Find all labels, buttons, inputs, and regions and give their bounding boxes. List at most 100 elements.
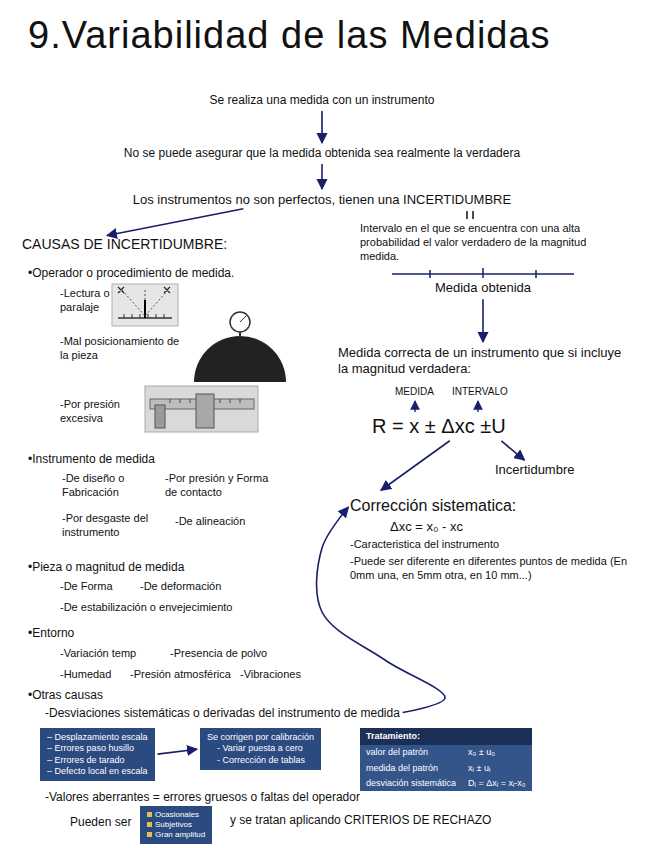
node-text: Se realiza una medida con un instrumento — [210, 93, 435, 108]
cause-heading: •Entorno — [28, 626, 74, 641]
cause-item: -De estabilización o envejecimiento — [60, 601, 232, 615]
page-title: 9.Variabilidad de las Medidas — [28, 12, 551, 60]
piece-half-disc — [194, 336, 286, 382]
equals-bar — [472, 211, 474, 219]
flow-arrow — [158, 749, 197, 754]
sight-lines — [122, 290, 168, 316]
flow-arrow — [317, 507, 445, 712]
node-text: Medida correcta de un instrumento que si… — [338, 345, 628, 378]
flow-arrow — [482, 299, 484, 342]
table-cell: Dᵢ = Δxᵢ = xᵢ-x₀ — [462, 776, 532, 791]
cause-item: -Presión atmosférica — [130, 668, 231, 682]
table-cell: desviación sistemática — [360, 776, 462, 791]
flow-text: Medida obtenida — [435, 280, 531, 296]
flow-arrow — [107, 209, 243, 236]
table-header: Tratamiento: — [360, 728, 532, 745]
cause-item: -De Forma — [60, 580, 113, 594]
cause-item: -Humedad — [60, 668, 111, 682]
dial-gauge-picture — [194, 312, 286, 382]
table-cell: x₀ ± u₀ — [462, 745, 532, 760]
flow-arrow — [381, 441, 450, 490]
flow-arrow — [501, 441, 524, 460]
cause-heading: •Pieza o magnitud de medida — [28, 560, 184, 575]
node-text: Subjetivos — [147, 820, 205, 830]
node-text: Medida obtenida — [435, 280, 531, 296]
flow-text: Se realiza una medida con un instrumento — [210, 93, 435, 108]
formula-part-label: MEDIDA — [395, 386, 434, 399]
cause-item: -De deformación — [140, 580, 221, 594]
formula-pointers — [415, 401, 478, 412]
table-cell: valor del patrón — [360, 745, 462, 760]
note-text: Pueden ser — [70, 815, 131, 830]
node-text: Ocasionales — [147, 810, 205, 820]
cause-item: -Mal posicionamiento de la pieza — [60, 335, 190, 363]
node-text: -Puede ser diferente en diferentes punto… — [350, 555, 635, 583]
interval-ticks — [430, 268, 536, 278]
equals-bar — [466, 211, 468, 219]
node-text: - Corrección de tablas — [207, 755, 314, 766]
parallax-picture — [112, 284, 178, 326]
cause-item: -Variación temp — [60, 647, 136, 661]
picture-ground — [112, 284, 178, 326]
node-text: Corrección sistematica: — [350, 496, 635, 516]
cause-item: -Por presión excesiva — [60, 398, 135, 426]
node-text: Los instrumentos no son perfectos, tiene… — [133, 192, 511, 208]
flow-text: Los instrumentos no son perfectos, tiene… — [133, 192, 511, 208]
node-text: R = x ± Δxc ±U — [372, 414, 506, 439]
node-text: – Errores paso husillo — [47, 743, 148, 754]
cause-item: -De alineación — [175, 515, 245, 529]
flow-text: Incertidumbre — [495, 462, 574, 478]
node-text: Se corrigen por calibración — [207, 732, 314, 743]
cause-item: -Por presión y Forma de contacto — [165, 472, 275, 500]
cause-item: -Por desgaste del instrumento — [62, 512, 154, 540]
node-text: -Desviaciones sistemáticas o derivadas d… — [45, 706, 400, 721]
formula-text: R = x ± Δxc ±U — [372, 414, 506, 439]
node-text: – Desplazamiento escala — [47, 732, 148, 743]
flow-arrow — [321, 164, 323, 189]
flow-arrow — [321, 111, 323, 143]
cause-item: -Presencia de polvo — [170, 647, 267, 661]
node-text: Intervalo en el que se encuentra con una… — [360, 222, 622, 263]
cause-item: -Desviaciones sistemáticas o derivadas d… — [45, 706, 400, 721]
node-text: CAUSAS DE INCERTIDUMBRE: — [22, 236, 227, 254]
node-text: – Errores de tarado — [47, 755, 148, 766]
note-text: y se tratan aplicando CRITERIOS DE RECHA… — [230, 813, 491, 828]
node-text: Δxc = x₀ - xc — [350, 519, 635, 535]
flow-text: Medida correcta de un instrumento que si… — [338, 345, 628, 378]
interval-sketch — [392, 268, 574, 278]
picture-ground — [145, 386, 258, 432]
pointer-arrow — [477, 401, 478, 412]
node-text: -Caracteristica del instrumento — [350, 538, 635, 552]
table-cell: medida del patrón — [360, 761, 462, 776]
node-text: Incertidumbre — [495, 462, 574, 478]
node-text: - Variar puesta a cero — [207, 743, 314, 754]
cause-item: -De diseño o Fabricación — [62, 472, 157, 500]
flow-text: No se puede asegurar que la medida obten… — [124, 146, 520, 161]
cause-heading: •Instrumento de medida — [28, 452, 155, 467]
wrong-marks — [118, 287, 170, 293]
node-text: Gran amplitud — [147, 830, 205, 840]
info-box: – Desplazamiento escala– Errores paso hu… — [40, 728, 155, 781]
caliper-fixed-jaw — [155, 405, 165, 428]
caliper-slide-jaw — [196, 394, 214, 428]
caliper-picture — [145, 386, 258, 432]
gauge-needle — [240, 316, 246, 322]
pointer-arrow — [414, 401, 415, 412]
treatment-table: Tratamiento:valor del patrónx₀ ± u₀medid… — [360, 728, 532, 791]
cause-heading: •Operador o procedimiento de medida. — [28, 266, 234, 281]
node-text: – Defecto local en escala — [47, 766, 148, 777]
equals-sign — [467, 211, 473, 219]
cause-heading: •Otras causas — [28, 688, 103, 703]
correction-block: Corrección sistematica: Δxc = x₀ - xc -Car… — [350, 492, 635, 583]
node-text: No se puede asegurar que la medida obten… — [124, 146, 520, 161]
formula-part-label: INTERVALO — [452, 386, 508, 399]
table-cell: xᵢ ± uᵢ — [462, 761, 532, 776]
connector-group — [107, 111, 524, 754]
cause-item: -Lectura o paralaje — [60, 287, 118, 315]
definition-text: Intervalo en el que se encuentra con una… — [360, 222, 622, 263]
cause-item: -Vibraciones — [240, 668, 301, 682]
gauge-dial — [230, 312, 250, 332]
